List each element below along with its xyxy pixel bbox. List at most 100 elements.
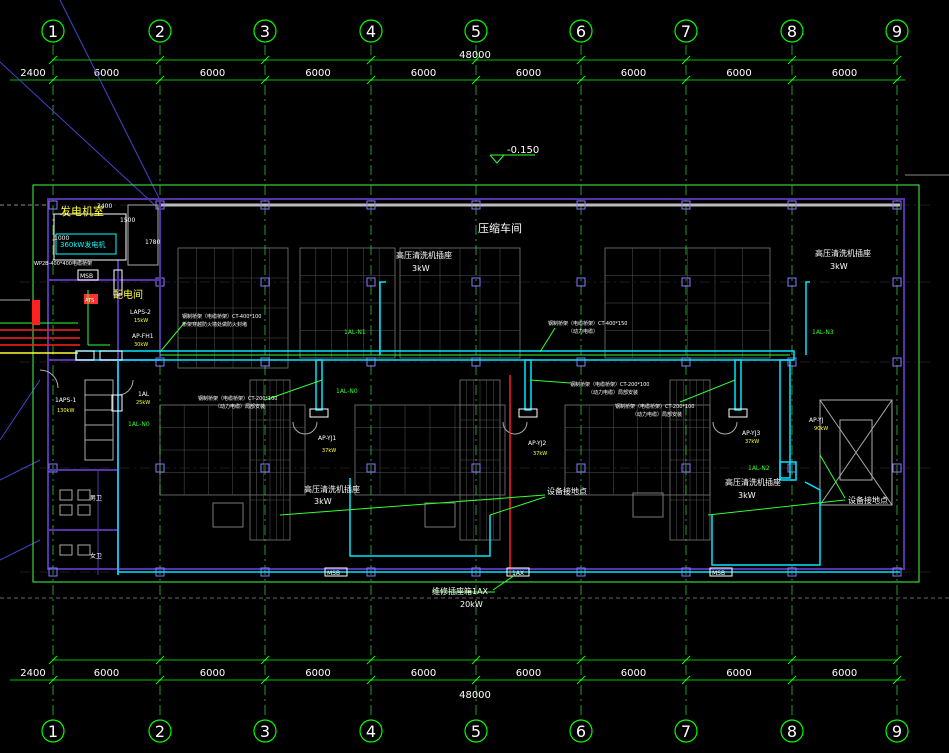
axis-bubble-label: 4 bbox=[366, 722, 376, 741]
axis-bubble-label: 6 bbox=[576, 722, 586, 741]
compressor-unit bbox=[354, 404, 506, 496]
top-axis-bubble-3[interactable]: 3 bbox=[253, 19, 277, 43]
ap-yj3-kw: 37kW bbox=[745, 439, 759, 445]
compressor-hall-label: 压缩车间 bbox=[478, 221, 522, 235]
bottom-axis-bubble-7[interactable]: 7 bbox=[674, 719, 698, 743]
panel-labels: LAPS-2 15kW AP-FH1 30kW 1APS-1 130kW 1AL… bbox=[55, 309, 834, 577]
axis-bubble-label: 7 bbox=[681, 22, 691, 41]
structural-columns bbox=[48, 200, 902, 577]
top-axis-bubble-8[interactable]: 8 bbox=[780, 19, 804, 43]
bottom-axis-bubble-3[interactable]: 3 bbox=[253, 719, 277, 743]
column bbox=[892, 357, 902, 367]
lax-box-label: 1AX bbox=[512, 570, 524, 577]
axis-bubble-label: 9 bbox=[892, 722, 902, 741]
bottom-axis-bubble-2[interactable]: 2 bbox=[148, 719, 172, 743]
compressor-unit bbox=[399, 247, 521, 359]
top-axis-bubble-6[interactable]: 6 bbox=[569, 19, 593, 43]
top-span-dim: 6000 bbox=[200, 68, 225, 79]
al-n1-label: 1AL-N1 bbox=[344, 329, 366, 336]
bottom-axis-bubble-4[interactable]: 4 bbox=[359, 719, 383, 743]
top-axis-bubble-9[interactable]: 9 bbox=[885, 19, 909, 43]
top-span-dim: 6000 bbox=[621, 68, 646, 79]
tray-branch2: 钢制桥架（电缆桥架）CT-200*100 bbox=[570, 381, 649, 388]
column bbox=[48, 567, 58, 577]
column bbox=[576, 463, 586, 473]
bottom-axis-bubble-9[interactable]: 9 bbox=[885, 719, 909, 743]
column bbox=[471, 277, 481, 287]
bottom-span-dim: 6000 bbox=[411, 668, 436, 679]
compressor-unit bbox=[299, 247, 396, 359]
maint-socket-box: 维修插座箱1AX bbox=[432, 586, 489, 596]
tray-main-right: 钢制桥架（电缆桥架）CT-400*150 bbox=[548, 320, 627, 327]
ap-yj1-label: AP-YJ1 bbox=[318, 435, 336, 442]
bottom-axis-bubble-6[interactable]: 6 bbox=[569, 719, 593, 743]
column bbox=[366, 463, 376, 473]
tray-main-right-note: （动力电缆） bbox=[568, 328, 598, 335]
motor-symbol bbox=[632, 492, 664, 518]
laps2-kw: 15kW bbox=[134, 318, 148, 324]
bottom-axis-bubble-5[interactable]: 5 bbox=[464, 719, 488, 743]
top-span-dim: 6000 bbox=[94, 68, 119, 79]
bottom-axis-bubble-8[interactable]: 8 bbox=[780, 719, 804, 743]
axis-bubble-label: 2 bbox=[155, 722, 165, 741]
compressor-unit bbox=[459, 379, 501, 541]
hp-socket-2-kw: 3kW bbox=[830, 262, 848, 271]
tray-branch1: 钢制桥架（电缆桥架）CT-200*100 bbox=[198, 395, 277, 402]
al-n2-label: 1AL-N2 bbox=[748, 465, 770, 472]
column bbox=[892, 463, 902, 473]
motor-symbol bbox=[424, 502, 456, 528]
column bbox=[681, 200, 691, 210]
column bbox=[681, 277, 691, 287]
top-total-dimension: 48000 bbox=[459, 50, 491, 61]
al-n3-label: 1AL-N3 bbox=[812, 329, 834, 336]
column bbox=[48, 463, 58, 473]
fan-symbol bbox=[502, 421, 528, 435]
bottom-span-dim: 6000 bbox=[200, 668, 225, 679]
column bbox=[576, 357, 586, 367]
aps1-label: 1APS-1 bbox=[55, 397, 77, 404]
axis-bubble-label: 8 bbox=[787, 22, 797, 41]
ap-yj1-kw: 37kW bbox=[322, 448, 336, 454]
top-span-dim: 6000 bbox=[305, 68, 330, 79]
bottom-span-dim: 6000 bbox=[832, 668, 857, 679]
bottom-span-dim: 6000 bbox=[516, 668, 541, 679]
top-axis-bubble-4[interactable]: 4 bbox=[359, 19, 383, 43]
top-span-dim: 6000 bbox=[832, 68, 857, 79]
column bbox=[48, 200, 58, 210]
ap-yj3-label: AP-YJ3 bbox=[742, 430, 760, 437]
bottom-span-dim: 6000 bbox=[94, 668, 119, 679]
gen-cable-note: WP2B-400*400电缆桥架 bbox=[34, 260, 92, 267]
bottom-total-dimension: 48000 bbox=[459, 690, 491, 701]
axis-bubble-label: 5 bbox=[471, 22, 481, 41]
top-axis-bubble-7[interactable]: 7 bbox=[674, 19, 698, 43]
column bbox=[471, 200, 481, 210]
al-n0-left-label: 1AL-N0 bbox=[128, 421, 150, 428]
compressor-unit bbox=[604, 247, 771, 359]
top-axis-bubbles[interactable]: 1 2 3 4 5 6 7 8 9 bbox=[41, 19, 909, 43]
ap-yj-label: AP-YJ bbox=[809, 417, 824, 424]
column bbox=[471, 357, 481, 367]
compressor-equipment-layer bbox=[159, 247, 771, 541]
ap-yj2-label: AP-YJ2 bbox=[528, 440, 546, 447]
msb-bottom-left-label: MSB bbox=[327, 570, 340, 577]
axis-bubble-label: 8 bbox=[787, 722, 797, 741]
generator-room: 发电机室 3400 1500 1000 1780 360kW发电机 WP2B-4… bbox=[34, 203, 160, 281]
bottom-axis-bubble-1[interactable]: 1 bbox=[41, 719, 65, 743]
compressor-unit bbox=[564, 404, 711, 496]
hp-socket-3-kw: 3kW bbox=[314, 497, 332, 506]
top-span-dim: 6000 bbox=[411, 68, 436, 79]
axis-bubble-label: 7 bbox=[681, 722, 691, 741]
wc-female-label: 女卫 bbox=[90, 552, 102, 560]
al1-kw: 25kW bbox=[136, 400, 150, 406]
generator-room-label: 发电机室 bbox=[60, 204, 104, 218]
ats-label: ATS bbox=[85, 298, 94, 304]
top-axis-bubble-5[interactable]: 5 bbox=[464, 19, 488, 43]
annotation-leaders bbox=[159, 321, 846, 593]
top-axis-bubble-1[interactable]: 1 bbox=[41, 19, 65, 43]
gen-width-dim: 3400 bbox=[97, 203, 112, 210]
bottom-axis-bubbles[interactable]: 1 2 3 4 5 6 7 8 9 bbox=[41, 719, 909, 743]
top-axis-bubble-2[interactable]: 2 bbox=[148, 19, 172, 43]
